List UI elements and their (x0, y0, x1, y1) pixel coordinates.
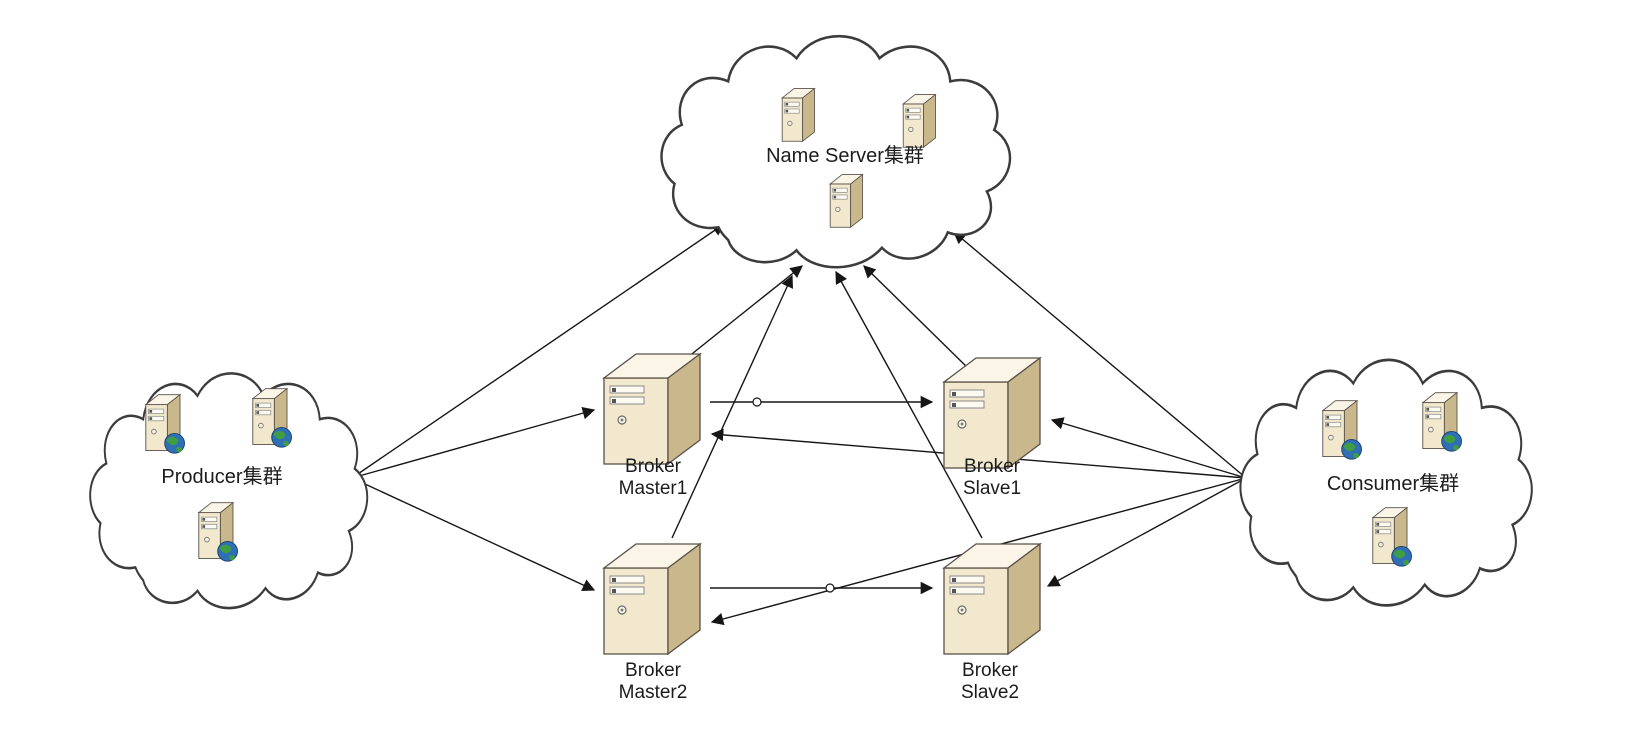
broker-master1-label-line2: Master1 (619, 478, 688, 499)
broker-master2-label-line2: Master2 (619, 682, 688, 703)
name-server-cluster-label: Name Server集群 (766, 144, 924, 167)
arrow-consumer-to-nameserver (953, 231, 1247, 479)
arrow-slave2-to-nameserver (835, 270, 983, 539)
broker-slave1: Broker Slave1 (943, 357, 1041, 499)
server-tower-icon (781, 88, 815, 142)
line-jump (752, 397, 762, 407)
edges-layer (351, 223, 1247, 626)
broker-slave1-label-line1: Broker (964, 456, 1021, 477)
large-server-box-icon (603, 353, 701, 465)
arrow-consumer-to-slave2 (1046, 477, 1247, 587)
producer-cluster: Producer集群 (88, 372, 369, 610)
arrow-consumer-to-slave1 (1050, 417, 1247, 479)
arrow-producer-to-nameserver (351, 223, 726, 479)
server-with-globe-icon (253, 389, 292, 448)
broker-master1-label-line1: Broker (625, 456, 682, 477)
large-server-box-icon (943, 357, 1041, 469)
broker-master2: Broker Master2 (603, 543, 701, 703)
consumer-cluster-label: Consumer集群 (1327, 472, 1459, 495)
server-with-globe-icon (199, 503, 238, 562)
consumer-cluster: Consumer集群 (1239, 358, 1534, 607)
large-server-box-icon (943, 543, 1041, 655)
server-with-globe-icon (1323, 401, 1362, 460)
broker-slave2-label-line2: Slave2 (961, 682, 1019, 703)
line-jump (825, 583, 835, 593)
cloud-outline (88, 372, 369, 610)
broker-slave2-label-line1: Broker (962, 660, 1019, 681)
server-tower-icon (902, 94, 936, 148)
server-with-globe-icon (1423, 393, 1462, 452)
arrow-slave1-to-nameserver (863, 265, 973, 373)
broker-slave2: Broker Slave2 (943, 543, 1041, 703)
server-with-globe-icon (146, 395, 185, 454)
broker-slave1-label-line2: Slave1 (963, 478, 1021, 499)
server-tower-icon (829, 174, 863, 228)
producer-cluster-label: Producer集群 (161, 465, 282, 488)
broker-master2-label-line1: Broker (625, 660, 682, 681)
broker-master1: Broker Master1 (603, 353, 701, 499)
arrow-master2-to-nameserver (671, 274, 794, 539)
arrow-producer-to-master2 (351, 477, 596, 591)
large-server-box-icon (603, 543, 701, 655)
name-server-cluster: Name Server集群 (660, 34, 1012, 269)
arrow-producer-to-master1 (351, 407, 596, 479)
server-with-globe-icon (1373, 508, 1412, 567)
